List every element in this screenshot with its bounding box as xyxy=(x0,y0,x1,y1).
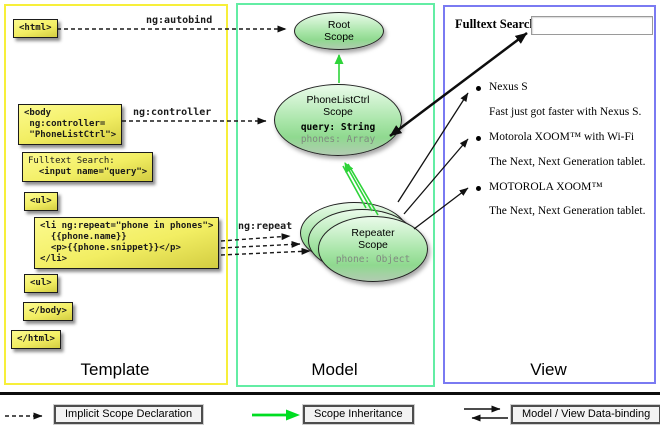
double-arrow-icon xyxy=(464,405,508,422)
code-line: </html> xyxy=(17,334,55,344)
phonelistctrl-scope-title: PhoneListCtrl xyxy=(306,94,370,106)
dashed-arrow-icon xyxy=(5,412,43,420)
code-line: </body> xyxy=(29,306,67,316)
code-line: <ul> xyxy=(30,196,52,206)
code-line: </li> xyxy=(40,254,68,264)
legend-scope-inheritance: Scope Inheritance xyxy=(303,405,414,424)
view-item-title-text: Motorola XOOM™ with Wi-Fi xyxy=(489,131,635,143)
bullet-icon xyxy=(476,186,481,191)
legend-label: Scope Inheritance xyxy=(314,408,403,420)
bullet-icon xyxy=(476,86,481,91)
legend-label: Model / View Data-binding xyxy=(522,408,651,420)
code-line: <html> xyxy=(19,23,52,33)
code-line: <li ng:repeat="phone in phones"> xyxy=(40,221,214,231)
template-column-label: Template xyxy=(80,360,150,379)
code-line: <input name="query"> xyxy=(28,167,148,177)
code-line: <body xyxy=(24,108,52,118)
code-line: "PhoneListCtrl"> xyxy=(24,130,117,140)
view-item-title: Motorola XOOM™ with Wi-Fi xyxy=(476,131,635,143)
repeater-scope-title: Scope xyxy=(358,239,388,251)
green-arrow-icon xyxy=(252,409,300,421)
bullet-icon xyxy=(476,136,481,141)
ng-controller-label: ng:controller xyxy=(133,107,212,118)
code-line: <ul> xyxy=(30,278,52,288)
code-box-ul-2: <ul> xyxy=(24,274,58,293)
legend-model-view-binding: Model / View Data-binding xyxy=(511,405,660,424)
fulltext-search-input[interactable] xyxy=(531,16,653,35)
view-item-desc: The Next, Next Generation tablet. xyxy=(489,205,646,217)
scope-prop-query: query: String xyxy=(300,122,376,133)
code-box-html-close: </html> xyxy=(11,330,61,349)
code-line: Fulltext Search: xyxy=(28,156,115,166)
code-box-ul-1: <ul> xyxy=(24,192,58,211)
view-item-title: Nexus S xyxy=(476,81,528,93)
view-item-title: MOTOROLA XOOM™ xyxy=(476,181,603,193)
code-line: {{phone.name}} xyxy=(40,232,127,242)
view-item-desc: The Next, Next Generation tablet. xyxy=(489,156,646,168)
repeater-scope-title: Repeater xyxy=(351,227,395,239)
root-scope-title: Scope xyxy=(324,31,354,43)
scope-prop-phone: phone: Object xyxy=(335,254,411,265)
legend-implicit-scope: Implicit Scope Declaration xyxy=(54,405,204,424)
root-scope-title: Root xyxy=(327,19,351,31)
repeater-scope-ellipse: Repeater Scope phone: Object xyxy=(318,216,428,282)
scope-prop-phones: phones: Array xyxy=(300,134,376,145)
view-item-title-text: MOTOROLA XOOM™ xyxy=(489,181,603,193)
phonelistctrl-scope-ellipse: PhoneListCtrl Scope query: String phones… xyxy=(274,84,402,156)
model-column-label: Model xyxy=(311,360,358,379)
view-item-desc: Fast just got faster with Nexus S. xyxy=(489,106,642,118)
view-column-frame xyxy=(443,5,656,384)
code-box-li-repeat: <li ng:repeat="phone in phones"> {{phone… xyxy=(34,217,220,269)
view-column-label: View xyxy=(530,360,567,379)
code-box-body-close: </body> xyxy=(23,302,73,321)
code-line: ng:controller= xyxy=(24,119,106,129)
code-box-html-open: <html> xyxy=(13,19,58,38)
root-scope-ellipse: Root Scope xyxy=(294,12,384,50)
view-item-title-text: Nexus S xyxy=(489,81,528,93)
model-column-frame xyxy=(236,3,435,387)
phonelistctrl-scope-title: Scope xyxy=(323,106,353,118)
code-line: <p>{{phone.snippet}}</p> xyxy=(40,243,181,253)
legend-separator-line xyxy=(0,392,660,395)
legend-label: Implicit Scope Declaration xyxy=(65,408,193,420)
ng-repeat-label: ng:repeat xyxy=(238,221,293,232)
ng-autobind-label: ng:autobind xyxy=(146,15,213,26)
code-box-body-open: <body ng:controller= "PhoneListCtrl"> xyxy=(18,104,123,145)
template-column-frame xyxy=(4,4,228,385)
fulltext-search-label: Fulltext Search: xyxy=(455,17,541,31)
code-box-fulltext-input: Fulltext Search: <input name="query"> xyxy=(22,152,154,182)
